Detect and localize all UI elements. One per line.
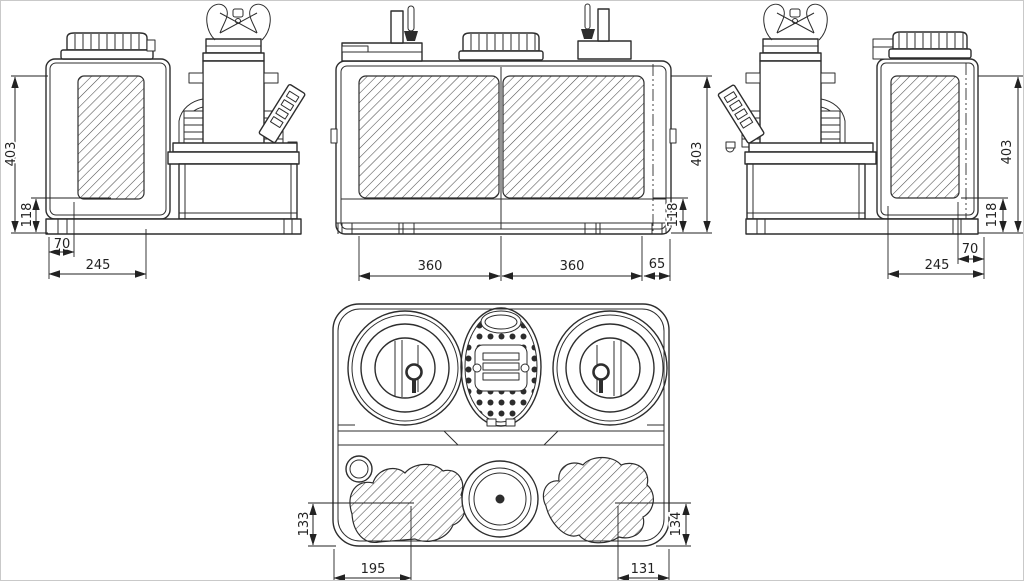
collection-sump	[746, 163, 866, 220]
base-left	[45, 218, 302, 235]
inlet-opening	[345, 455, 373, 483]
front-view: 360 360 65 403 118	[330, 3, 712, 281]
dim-label-right-base-height: 118	[985, 203, 1000, 228]
handle-icon	[763, 3, 828, 41]
pump-assembly-right	[717, 3, 877, 220]
dim-label-front-total-height: 403	[690, 142, 705, 167]
tank-right	[872, 31, 979, 233]
top-view: 133 195 131 134	[295, 303, 691, 580]
pump-platform	[172, 142, 298, 153]
inlet-area-right	[542, 456, 654, 544]
lock-icon	[405, 363, 423, 393]
dim-label-front-side-offset: 65	[649, 257, 666, 272]
top-body	[332, 303, 670, 547]
handle-icon	[206, 3, 271, 41]
collection-sump	[178, 163, 298, 220]
dim-label-top-right-offset-y: 134	[669, 512, 684, 537]
hatch-panel-right	[502, 75, 645, 199]
dim-label-front-width-left: 360	[418, 259, 443, 274]
dim-label-front-width-right: 360	[560, 259, 585, 274]
pump-platform	[748, 142, 874, 153]
dim-label-left-depth: 245	[86, 258, 111, 273]
dim-label-top-left-offset-y: 133	[297, 512, 312, 537]
right-side-view: 403 118 70 245	[717, 3, 1023, 279]
tank-cap-icon	[872, 31, 972, 60]
hatch-panel	[890, 75, 960, 199]
tank-cap-icon	[60, 32, 156, 60]
motor-left	[188, 38, 279, 148]
left-side-view: 403 118 70 245	[2, 3, 306, 279]
hatch-panel	[77, 75, 145, 200]
center-cap	[461, 460, 539, 538]
vent-connection-right	[577, 3, 632, 60]
tank-front	[330, 60, 677, 235]
dim-label-left-total-height: 403	[4, 142, 19, 167]
hatch-panel-left	[358, 75, 500, 199]
right-view-dimensions: 403 118 70 245	[887, 75, 1023, 279]
lock-icon	[592, 363, 610, 393]
front-view-dimensions: 360 360 65 403 118	[358, 75, 712, 281]
base-right	[745, 218, 979, 235]
dim-label-left-base-height: 118	[20, 203, 35, 228]
terminal-box-right	[717, 84, 765, 153]
pump-cover-left	[347, 310, 463, 426]
dim-label-left-foot-offset: 70	[54, 237, 71, 252]
left-view-dimensions: 403 118 70 245	[2, 75, 147, 279]
tank-left	[45, 32, 171, 220]
pump-assembly-left	[167, 3, 306, 220]
top-view-dimensions: 133 195 131 134	[295, 502, 691, 580]
dim-label-top-left-offset-x: 195	[361, 562, 386, 577]
vent-grate	[460, 307, 542, 427]
dim-label-right-total-height: 403	[1000, 140, 1015, 165]
motor-right	[745, 38, 836, 148]
dim-label-front-base-height: 118	[666, 203, 681, 228]
pump-cover-right	[552, 310, 668, 426]
dim-label-right-foot-offset: 70	[962, 242, 979, 257]
feet	[337, 223, 667, 234]
tank-cap-icon	[458, 32, 544, 61]
dim-label-top-right-offset-x: 131	[631, 562, 656, 577]
discharge-connection-left	[341, 5, 423, 62]
dim-label-right-depth: 245	[925, 258, 950, 273]
